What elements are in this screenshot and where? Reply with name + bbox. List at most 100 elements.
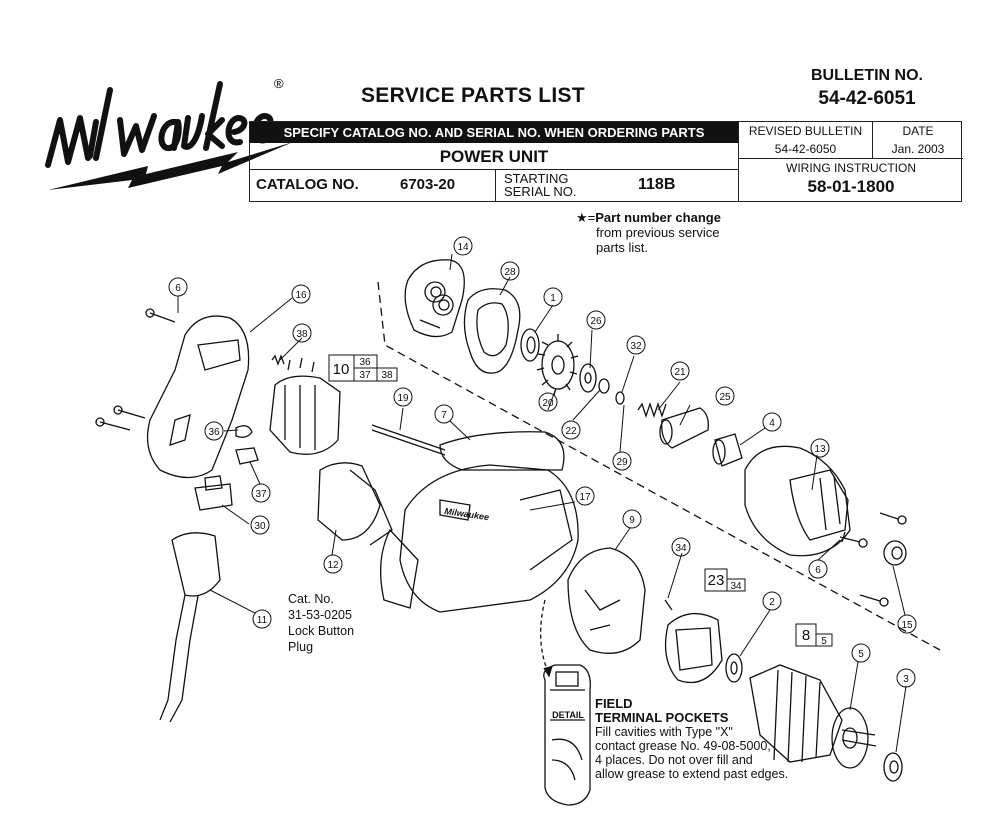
callout-16: 16 (295, 290, 307, 301)
part-change-line: parts list. (596, 240, 649, 255)
wiring-instruction-number: 58-01-1800 (807, 177, 895, 196)
callout-26: 26 (590, 316, 602, 327)
date-label: DATE (902, 124, 934, 138)
screw-part-34 (664, 599, 673, 611)
bearing-part-3 (883, 752, 903, 782)
callout-38: 38 (296, 329, 308, 340)
serial-number: 118B (638, 176, 676, 193)
armature-part-8 (749, 664, 877, 763)
catalog-number: 6703-20 (400, 176, 456, 193)
trigger-part-12 (317, 462, 393, 546)
screw-part-6 (145, 308, 176, 323)
switch-part-10 (269, 357, 341, 455)
field-note-line: Fill cavities with Type "X" (595, 725, 733, 739)
serial-label: SERIAL NO. (504, 184, 577, 199)
handle-part-16 (146, 315, 250, 479)
lock-note-line: Lock Button (288, 624, 355, 638)
callout-20: 20 (542, 398, 554, 409)
callout-2: 2 (769, 597, 775, 608)
starting-label: STARTING (504, 171, 569, 186)
field-part-9 (567, 547, 646, 654)
washer-part-22 (598, 378, 610, 394)
part-change-title: Part number change (595, 210, 721, 225)
group-8-5: 5 (821, 636, 827, 647)
clip-part-32 (615, 391, 625, 405)
catalog-label: CATALOG NO. (256, 176, 359, 193)
spindle-part-25 (659, 407, 709, 449)
callout-7: 7 (441, 410, 447, 421)
part-change-note: ★=Part number change from previous servi… (576, 210, 721, 255)
detail-label: DETAIL (552, 710, 584, 720)
starting-serial-label: STARTING SERIAL NO. (504, 172, 576, 198)
revised-bulletin-number: 54-42-6050 (774, 142, 837, 156)
spring-part-21 (637, 401, 667, 419)
screw-part-6 (839, 512, 907, 607)
header-table: SPECIFY CATALOG NO. AND SERIAL NO. WHEN … (249, 121, 963, 202)
motor-housing-part-17 (380, 464, 579, 613)
callout-14: 14 (457, 242, 469, 253)
callout-34: 34 (675, 543, 687, 554)
lock-button-plug-note: Cat. No. 31-53-0205 Lock Button Plug (288, 591, 354, 655)
group-23-34: 34 (730, 581, 742, 592)
callout-9: 9 (629, 515, 635, 526)
bulletin-number: 54-42-6051 (818, 88, 916, 109)
divider (872, 122, 873, 158)
callout-22: 22 (565, 426, 577, 437)
gasket-part-28 (463, 288, 521, 374)
divider (495, 170, 496, 202)
brush-holder-part-23 (664, 613, 723, 684)
callout-4: 4 (769, 418, 775, 429)
screws-handle (95, 405, 146, 431)
callout-3: 3 (903, 674, 909, 685)
exploded-parts-diagram: 6 16 38 14 28 1 26 3 2 21 25 4 13 20 22 2… (95, 236, 941, 806)
page-title: SERVICE PARTS LIST (361, 84, 585, 107)
callout-1: 1 (550, 293, 556, 304)
group-10-38: 38 (381, 370, 393, 381)
lock-note-line: Plug (288, 640, 314, 654)
callout-25: 25 (719, 392, 731, 403)
callout-numbers: 6 16 38 14 28 1 26 3 2 21 25 4 13 20 22 2… (175, 242, 913, 720)
callout-6: 6 (175, 283, 181, 294)
callout-17: 17 (579, 492, 591, 503)
registered-mark: ® (274, 76, 284, 91)
revised-bulletin-label: REVISED BULLETIN (748, 124, 863, 138)
callout-19: 19 (397, 393, 409, 404)
divider (738, 122, 739, 202)
gear-case-part-13 (744, 445, 851, 557)
callout-12: 12 (327, 560, 339, 571)
field-terminal-note: FIELD TERMINAL POCKETS Fill cavities wit… (595, 696, 788, 782)
fan-part-5 (831, 707, 869, 769)
divider (739, 158, 963, 159)
wiring-instruction-label: WIRING INSTRUCTION (786, 161, 916, 175)
callout-37: 37 (255, 489, 267, 500)
field-note-title: FIELD (595, 696, 633, 711)
gear-part-20 (536, 334, 579, 396)
specify-banner: SPECIFY CATALOG NO. AND SERIAL NO. WHEN … (250, 122, 738, 143)
group-boxes (328, 354, 833, 647)
callout-29: 29 (616, 457, 628, 468)
label-part-7 (439, 431, 565, 471)
bearing-part-1 (520, 328, 540, 362)
date-value: Jan. 2003 (891, 142, 945, 156)
leader-lines (177, 253, 907, 753)
group-10-37: 37 (359, 370, 371, 381)
callout-13: 13 (814, 444, 826, 455)
callout-30: 30 (254, 521, 266, 532)
brush-plate-part-14 (404, 259, 465, 338)
callout-6: 6 (815, 565, 821, 576)
detail-inset (540, 599, 591, 806)
field-note-line: contact grease No. 49-08-5000, (595, 739, 771, 753)
field-note-title: TERMINAL POCKETS (595, 710, 729, 725)
callout-21: 21 (674, 367, 686, 378)
cord-part-11 (159, 532, 221, 723)
pinion-part-26 (579, 363, 597, 393)
callout-11: 11 (257, 615, 268, 626)
callout-36: 36 (208, 427, 220, 438)
lock-note-line: 31-53-0205 (288, 608, 352, 622)
bulletin-label: BULLETIN NO. (811, 67, 923, 84)
callout-28: 28 (504, 267, 516, 278)
callout-15: 15 (901, 620, 913, 631)
group-10-36: 36 (359, 357, 371, 368)
assembly-axis (377, 281, 941, 651)
group-23-main: 23 (708, 572, 725, 589)
